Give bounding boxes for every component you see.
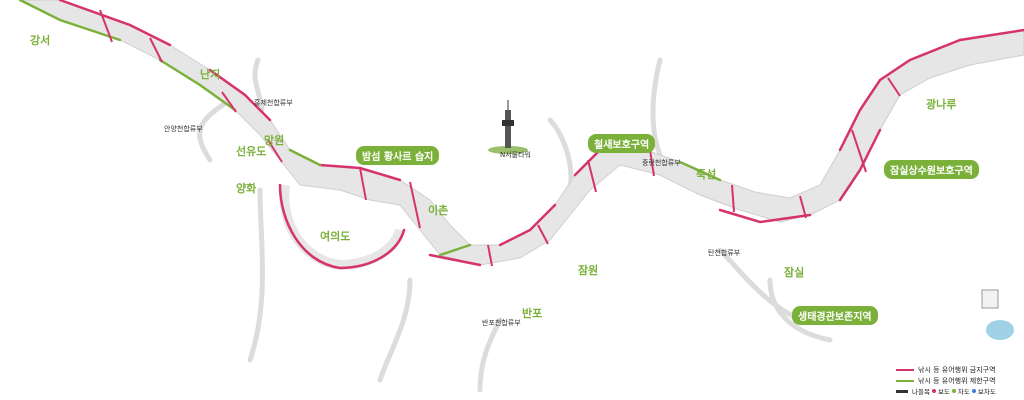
area-label-yeouido: 여의도: [320, 230, 351, 243]
area-label-banpo: 반포: [522, 307, 543, 320]
area-label-mangwon: 망원: [264, 134, 285, 147]
fishing-character-icon: [981, 289, 1014, 340]
landmark-tancheon: 탄천합류부: [708, 249, 741, 257]
legend-restricted-label: 낚시 등 유어행위 제한구역: [918, 376, 996, 385]
n-tower-icon: [488, 100, 528, 154]
tag-bamseom: 밤섬 황사르 습지: [356, 146, 440, 165]
legend-walk-dot: [931, 389, 936, 393]
legend-bike-dot: [971, 389, 976, 393]
legend-car-dot: [951, 389, 956, 393]
landmark-jungnang: 중랑천합류부: [642, 159, 681, 167]
area-label-nanji: 난지: [200, 68, 221, 81]
legend-prohibited-label: 낚시 등 유어행위 금지구역: [918, 365, 996, 374]
legend-restricted-swatch: [896, 379, 914, 382]
landmark-banpo-cheon: 반포천합류부: [482, 319, 521, 327]
area-label-seonyudo: 선유도: [236, 145, 267, 158]
landmark-anyang: 안양천합류부: [164, 125, 203, 133]
legend-prohibited-swatch: [896, 368, 914, 371]
area-label-ttukseom: 뚝섬: [696, 168, 717, 181]
tributaries: [197, 57, 833, 393]
bridges: [99, 9, 901, 267]
legend-restricted: 낚시 등 유어행위 제한구역: [896, 375, 1016, 386]
n-tower-label: N서울타워: [500, 151, 531, 159]
tag-cheolsae: 철새보호구역: [588, 134, 656, 153]
area-label-gwangnaru: 광나루: [926, 98, 957, 111]
area-label-jamwon: 잠원: [578, 264, 599, 277]
tag-eco: 생태경관보존지역: [792, 306, 878, 325]
legend-access: 나들목 보도 차도 보차도: [896, 386, 1016, 396]
legend-access-label: 나들목: [912, 388, 930, 396]
legend-walk-label: 보도: [937, 388, 950, 396]
legend-access-swatch: [896, 389, 908, 393]
tag-jamsil-water: 잠실상수원보호구역: [884, 160, 979, 179]
area-label-gangseo: 강서: [30, 34, 51, 47]
restricted-zones: [18, 0, 722, 257]
area-label-jamsil: 잠실: [784, 266, 805, 279]
landmark-hongje: 홍제천합류부: [254, 99, 293, 107]
legend-prohibited: 낚시 등 유어행위 금지구역: [896, 364, 1016, 375]
legend-car-label: 차도: [957, 388, 970, 396]
yeouido-channel: [279, 184, 405, 271]
area-label-yanghwa: 양화: [236, 182, 257, 195]
area-label-ichon: 이촌: [428, 204, 449, 217]
legend: 낚시 등 유어행위 금지구역 낚시 등 유어행위 제한구역 나들목 보도 차도 …: [896, 364, 1016, 396]
legend-bike-label: 보차도: [977, 388, 996, 396]
